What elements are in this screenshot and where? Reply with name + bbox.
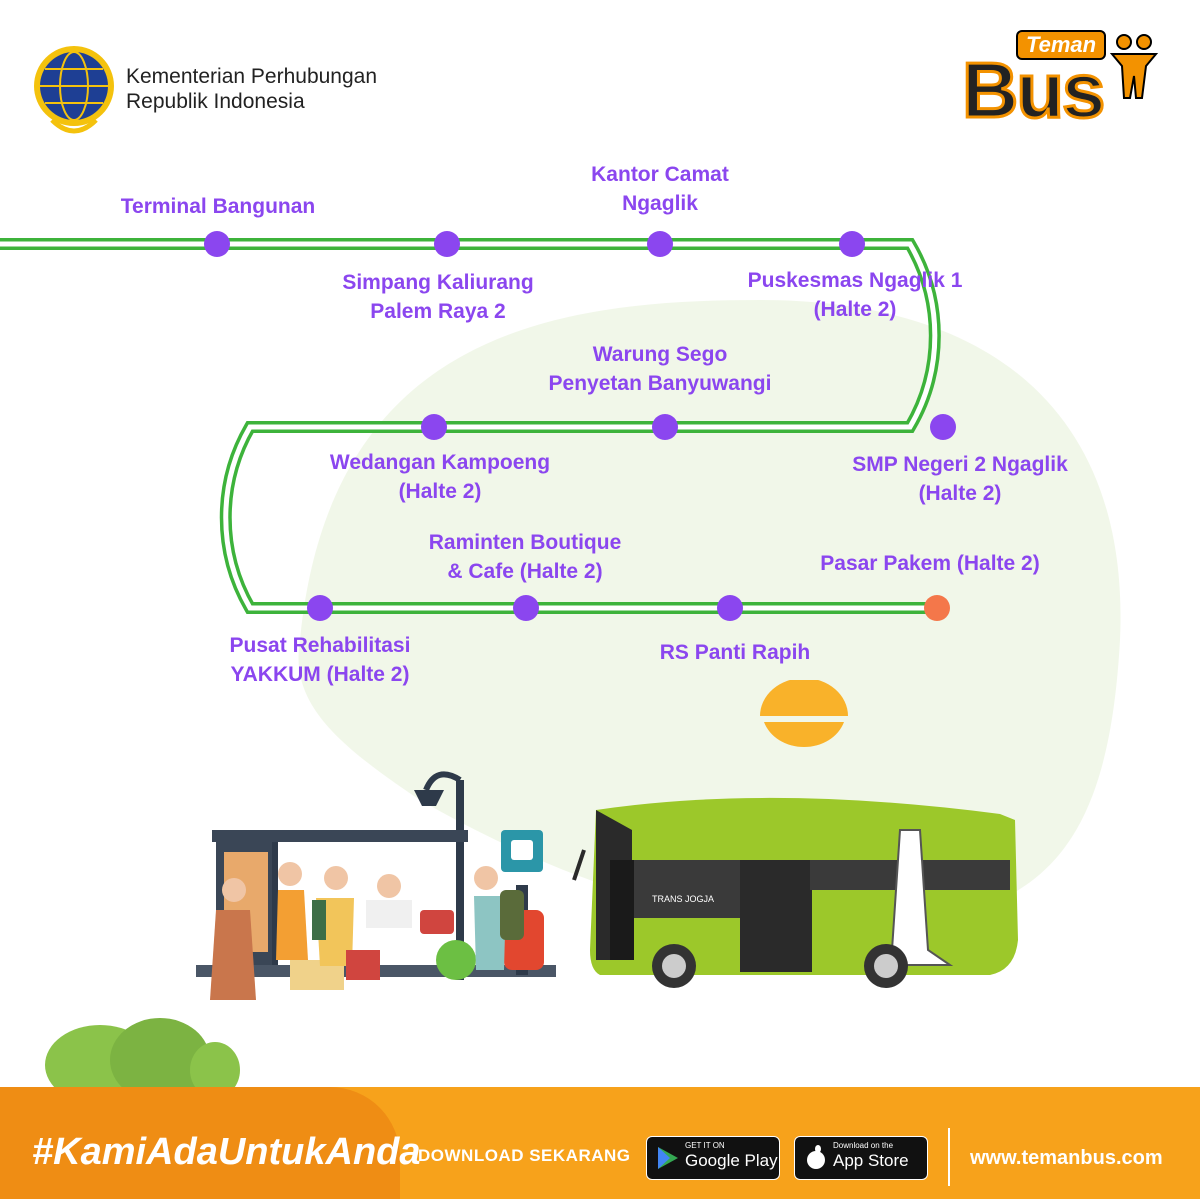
stop-label-pusat-rehabilitasi: Pusat Rehabilitasi YAKKUM (Halte 2) <box>229 634 411 686</box>
ministry-logo <box>34 46 114 134</box>
bus-brand-text: TRANS JOGJA <box>652 894 714 904</box>
stop-dot <box>647 231 673 257</box>
stop-dot <box>652 414 678 440</box>
stop-label-puskesmas: Puskesmas Ngaglik 1 (Halte 2) <box>747 269 963 321</box>
app-store-small-text: Download on the <box>833 1141 894 1150</box>
people-icon <box>1109 34 1159 99</box>
logo-bus-text: Bus <box>960 46 1106 134</box>
website-link[interactable]: www.temanbus.com <box>970 1147 1163 1169</box>
route-track-inner <box>0 241 938 611</box>
stop-label-warung-sego: Warung Sego Penyetan Banyuwangi <box>548 343 772 395</box>
stop-dot <box>924 595 950 621</box>
bush-illustration <box>45 1018 240 1100</box>
bus-illustration: TRANS JOGJA <box>572 797 1018 988</box>
google-play-icon <box>658 1147 678 1169</box>
route-diagram <box>0 231 956 621</box>
stop-label-wedangan: Wedangan Kampoeng (Halte 2) <box>329 451 551 503</box>
download-label: DOWNLOAD SEKARANG <box>418 1146 631 1165</box>
stop-label-smp-negeri: SMP Negeri 2 Ngaglik (Halte 2) <box>852 453 1068 505</box>
ministry-name: Kementerian Perhubungan Republik Indones… <box>126 64 377 114</box>
footer-separator <box>948 1128 950 1186</box>
stop-label-simpang-kaliurang: Simpang Kaliurang Palem Raya 2 <box>342 271 534 323</box>
stop-label-kantor-camat: Kantor Camat Ngaglik <box>591 163 729 215</box>
ministry-line1: Kementerian Perhubungan <box>126 65 378 88</box>
stop-dot <box>513 595 539 621</box>
stop-dot <box>717 595 743 621</box>
hashtag-text: #KamiAdaUntukAnda <box>32 1131 421 1173</box>
stop-dot <box>930 414 956 440</box>
google-play-big-text: Google Play <box>685 1151 778 1170</box>
stop-dot <box>434 231 460 257</box>
logo-teman-text: Teman <box>1016 30 1107 60</box>
stop-label-rs-panti-rapih: RS Panti Rapih <box>659 641 811 664</box>
stop-label-raminten: Raminten Boutique & Cafe (Halte 2) <box>428 531 622 583</box>
apple-icon <box>807 1145 825 1169</box>
app-store-big-text: App Store <box>833 1151 909 1170</box>
stop-dot <box>421 414 447 440</box>
google-play-small-text: GET IT ON <box>685 1141 725 1150</box>
bus-stop-illustration <box>196 771 556 1000</box>
ministry-line2: Republik Indonesia <box>126 90 305 113</box>
temanbus-logo: Teman Bus <box>960 30 1170 134</box>
stop-label-terminal-bangunan: Terminal Bangunan <box>120 195 316 218</box>
stop-dot <box>839 231 865 257</box>
footer-left-panel <box>0 1087 400 1199</box>
google-play-button[interactable]: GET IT ON Google Play <box>646 1136 780 1180</box>
stop-label-pasar-pakem: Pasar Pakem (Halte 2) <box>820 552 1040 575</box>
sun-illustration <box>760 680 848 748</box>
stop-dot <box>204 231 230 257</box>
stop-dot <box>307 595 333 621</box>
app-store-button[interactable]: Download on the App Store <box>794 1136 928 1180</box>
